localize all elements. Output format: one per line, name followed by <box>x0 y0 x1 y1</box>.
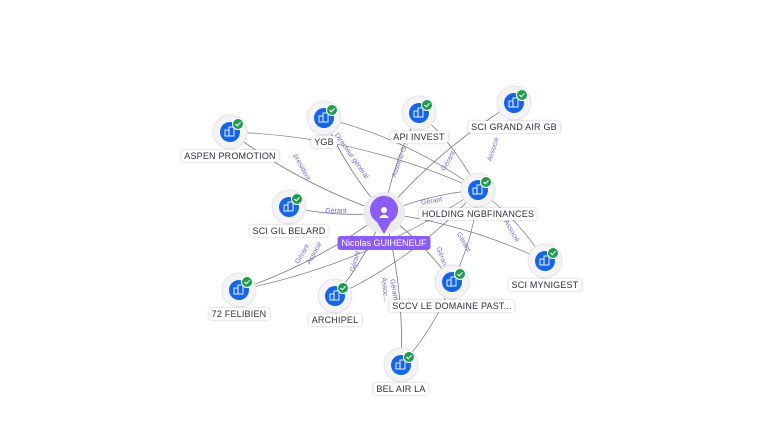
check-badge-icon <box>480 176 492 188</box>
edge-label: Assoc... <box>380 277 389 302</box>
company-node-api[interactable] <box>401 95 437 131</box>
check-badge-icon <box>326 104 338 116</box>
edge-line <box>334 189 479 297</box>
check-badge-icon <box>232 118 244 130</box>
company-node-sccv[interactable] <box>434 264 470 300</box>
building-icon <box>283 201 294 212</box>
edge-label: Gérant <box>440 150 457 172</box>
edge-label: Associé <box>306 241 324 266</box>
graph-nodes <box>212 85 563 383</box>
check-badge-icon <box>547 247 559 259</box>
person-node[interactable] <box>363 192 405 234</box>
edge-label: Directeur général <box>333 132 370 180</box>
node-label-sccv[interactable]: SCCV LE DOMAINE PAST... <box>389 300 515 312</box>
check-badge-icon <box>291 193 303 205</box>
building-icon <box>413 107 424 118</box>
edge-label: Gérant <box>421 196 443 207</box>
building-icon <box>508 97 519 108</box>
edge-line <box>323 117 479 191</box>
edge-label: Associé <box>486 137 500 163</box>
edge-label: Gérant <box>434 246 448 269</box>
company-node-ygb[interactable] <box>306 100 342 136</box>
node-label-scigrand[interactable]: SCI GRAND AIR GB <box>468 121 560 133</box>
company-node-aspen[interactable] <box>212 114 248 150</box>
node-label-api[interactable]: API INVEST <box>390 131 448 143</box>
node-label-ygb[interactable]: YGB <box>311 136 337 148</box>
check-badge-icon <box>421 99 433 111</box>
check-badge-icon <box>454 268 466 280</box>
edge-label: Associé <box>502 219 520 244</box>
check-badge-icon <box>403 351 415 363</box>
company-node-felibien[interactable] <box>221 272 257 308</box>
company-node-holding[interactable] <box>460 172 496 208</box>
node-label-felibien[interactable]: 72 FELIBIEN <box>208 308 270 320</box>
company-node-mynigest[interactable] <box>527 243 563 279</box>
building-icon <box>539 255 550 266</box>
edge-label: Gérant <box>325 208 346 215</box>
node-label-aspen[interactable]: ASPEN PROMOTION <box>181 150 279 162</box>
building-icon <box>318 112 329 123</box>
company-node-gilbelard[interactable] <box>271 189 307 225</box>
person-icon <box>379 207 389 218</box>
check-badge-icon <box>241 276 253 288</box>
check-badge-icon <box>516 89 528 101</box>
building-icon <box>395 359 406 370</box>
edge-label: Gérant <box>455 231 472 253</box>
building-icon <box>446 276 457 287</box>
person-name-label[interactable]: Nicolas GUIHENEUF <box>337 236 431 250</box>
company-node-scigrand[interactable] <box>496 85 532 121</box>
check-badge-icon <box>337 282 349 294</box>
node-label-belair[interactable]: BEL AIR LA <box>373 383 429 395</box>
building-icon <box>233 284 244 295</box>
edge-label: Gérant <box>388 279 399 301</box>
node-label-gilbelard[interactable]: SCI GIL BELARD <box>249 225 329 237</box>
building-icon <box>472 184 483 195</box>
edge-label: Associé-G... <box>391 140 411 178</box>
edge-line <box>229 131 479 191</box>
company-node-belair[interactable] <box>383 347 419 383</box>
company-node-archipel[interactable] <box>317 278 353 314</box>
building-icon <box>329 290 340 301</box>
node-label-mynigest[interactable]: SCI MYNIGEST <box>508 279 582 291</box>
node-label-holding[interactable]: HOLDING NGBFINANCES <box>418 208 538 220</box>
building-icon <box>224 126 235 137</box>
node-label-archipel[interactable]: ARCHIPEL <box>308 314 362 326</box>
